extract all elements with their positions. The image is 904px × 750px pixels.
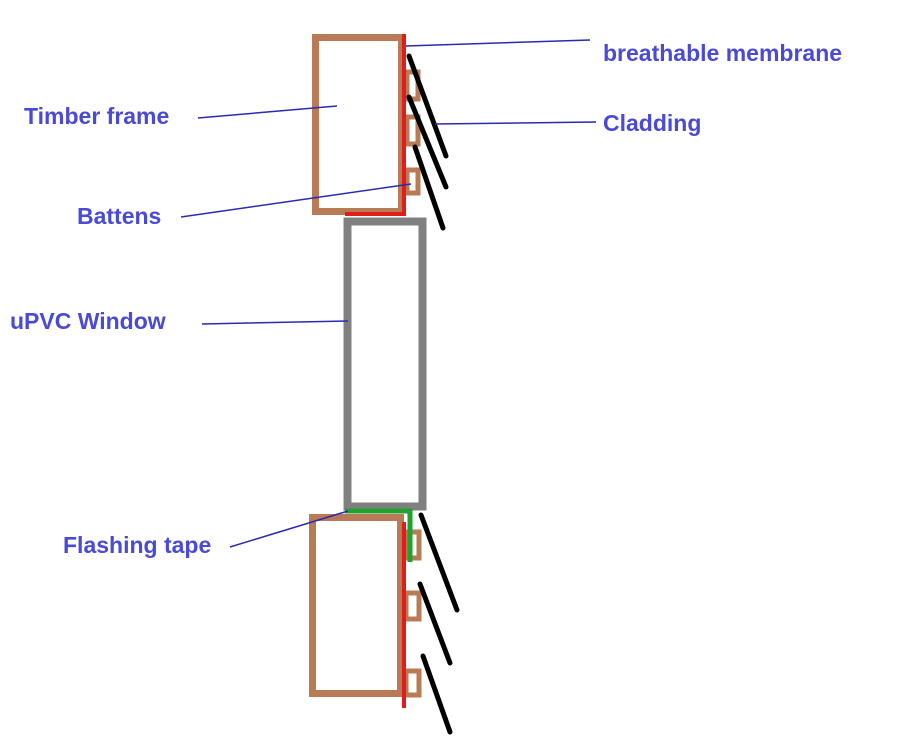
cladding-board [420,653,453,735]
cladding-board [406,94,449,190]
labels: breathable membrane Cladding Timber fram… [10,40,842,558]
cladding-board [418,512,460,613]
leader-cladding [434,121,597,125]
upvc-window [343,217,427,511]
timber-frame-lower [309,514,404,697]
cladding-board [412,144,446,231]
label-timber-frame: Timber frame [24,103,169,129]
cladding-upper [406,53,449,231]
label-cladding: Cladding [603,110,701,136]
label-battens: Battens [77,203,161,229]
cladding-board [417,581,453,666]
timber-frame-upper [312,34,405,215]
cladding-board [406,53,449,159]
breathable-membrane-upper [345,34,406,216]
cladding-lower [417,512,460,735]
leader-flashing [229,510,349,548]
leader-window [201,320,349,325]
flashing-tape [345,508,413,562]
batten [404,167,421,196]
battens-upper [404,69,421,196]
label-breathable-membrane: breathable membrane [603,40,842,66]
batten [403,590,422,622]
leader-battens [180,183,412,218]
leader-timber [197,105,338,119]
batten [403,668,422,698]
leader-lines [180,39,597,548]
label-flashing-tape: Flashing tape [63,532,211,558]
label-upvc-window: uPVC Window [10,308,166,334]
leader-membrane [405,39,591,47]
batten [404,114,421,147]
